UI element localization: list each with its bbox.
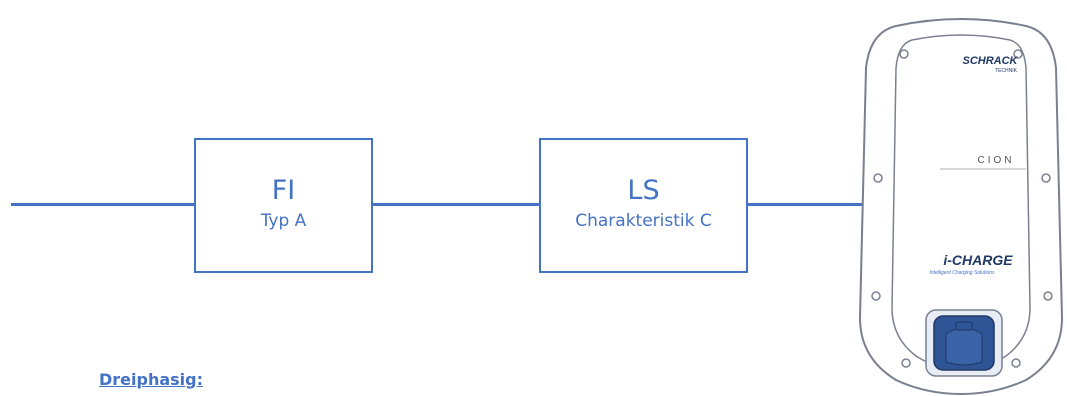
charger-brand: SCHRACK — [963, 55, 1019, 67]
fi-subtitle: Typ A — [260, 211, 307, 231]
charger-tagline: Intelligent Charging Solutions — [929, 270, 995, 276]
supply-line — [11, 203, 196, 206]
charger-model: CION — [978, 155, 1015, 166]
charger-brand-sub: TECHNIK — [995, 68, 1018, 74]
fi-residual-current-device-box: FI Typ A — [194, 138, 373, 273]
ls-subtitle: Charakteristik C — [575, 211, 712, 231]
wallbox-charger-image: SCHRACK TECHNIK CION i-CHARGE Intelligen… — [858, 18, 1064, 396]
ls-to-charger-line — [746, 203, 864, 206]
ls-circuit-breaker-box: LS Charakteristik C — [539, 138, 748, 273]
fi-to-ls-line — [371, 203, 541, 206]
charger-product-name: i-CHARGE — [943, 252, 1013, 268]
ls-title: LS — [627, 175, 660, 206]
fi-title: FI — [271, 175, 296, 206]
socket-cover-icon — [945, 327, 983, 366]
screw-icons — [871, 49, 1053, 368]
three-phase-heading: Dreiphasig: — [99, 370, 204, 389]
